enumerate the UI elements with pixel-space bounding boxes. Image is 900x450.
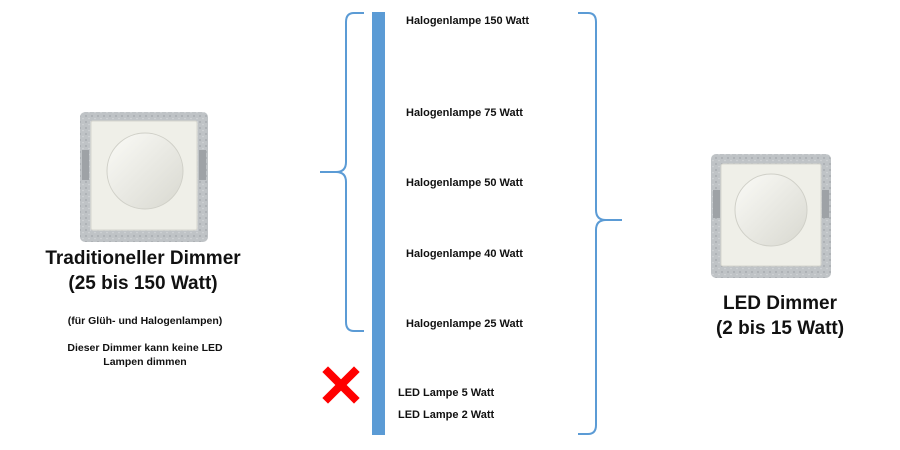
led-dimmer-title: LED Dimmer (2 bis 15 Watt) (680, 291, 880, 341)
traditional-dimmer-title-line1: Traditioneller Dimmer (45, 248, 241, 269)
traditional-range-bracket (320, 12, 364, 332)
led-dimmer-switch-icon (711, 154, 831, 278)
cross-icon (322, 366, 360, 404)
lamp-label-halogen-25: Halogenlampe 25 Watt (406, 318, 523, 330)
traditional-dimmer-note-lamp-types: (für Glüh- und Halogenlampen) (67, 315, 223, 327)
traditional-dimmer-title-line2: (25 bis 150 Watt) (68, 273, 218, 294)
lamp-label-halogen-50: Halogenlampe 50 Watt (406, 177, 523, 189)
lamp-label-led-2: LED Lampe 2 Watt (398, 409, 495, 421)
led-range-bracket (578, 12, 622, 435)
traditional-dimmer-note-no-led: Dieser Dimmer kann keine LED Lampen dimm… (30, 341, 260, 369)
traditional-dimmer-title: Traditioneller Dimmer (25 bis 150 Watt) (18, 246, 268, 296)
traditional-dimmer-note-line1: Dieser Dimmer kann keine LED (67, 342, 223, 354)
led-dimmer-title-line2: (2 bis 15 Watt) (715, 318, 845, 339)
lamp-label-halogen-150: Halogenlampe 150 Watt (406, 15, 530, 27)
lamp-label-halogen-40: Halogenlampe 40 Watt (406, 248, 523, 260)
led-dimmer-title-line1: LED Dimmer (722, 293, 838, 314)
lamp-label-led-5: LED Lampe 5 Watt (398, 387, 495, 399)
traditional-dimmer-note-line2: Lampen dimmen (103, 356, 187, 368)
traditional-dimmer-switch-icon (80, 112, 208, 242)
lamp-label-halogen-75: Halogenlampe 75 Watt (406, 107, 523, 119)
wattage-scale-bar (372, 12, 385, 435)
